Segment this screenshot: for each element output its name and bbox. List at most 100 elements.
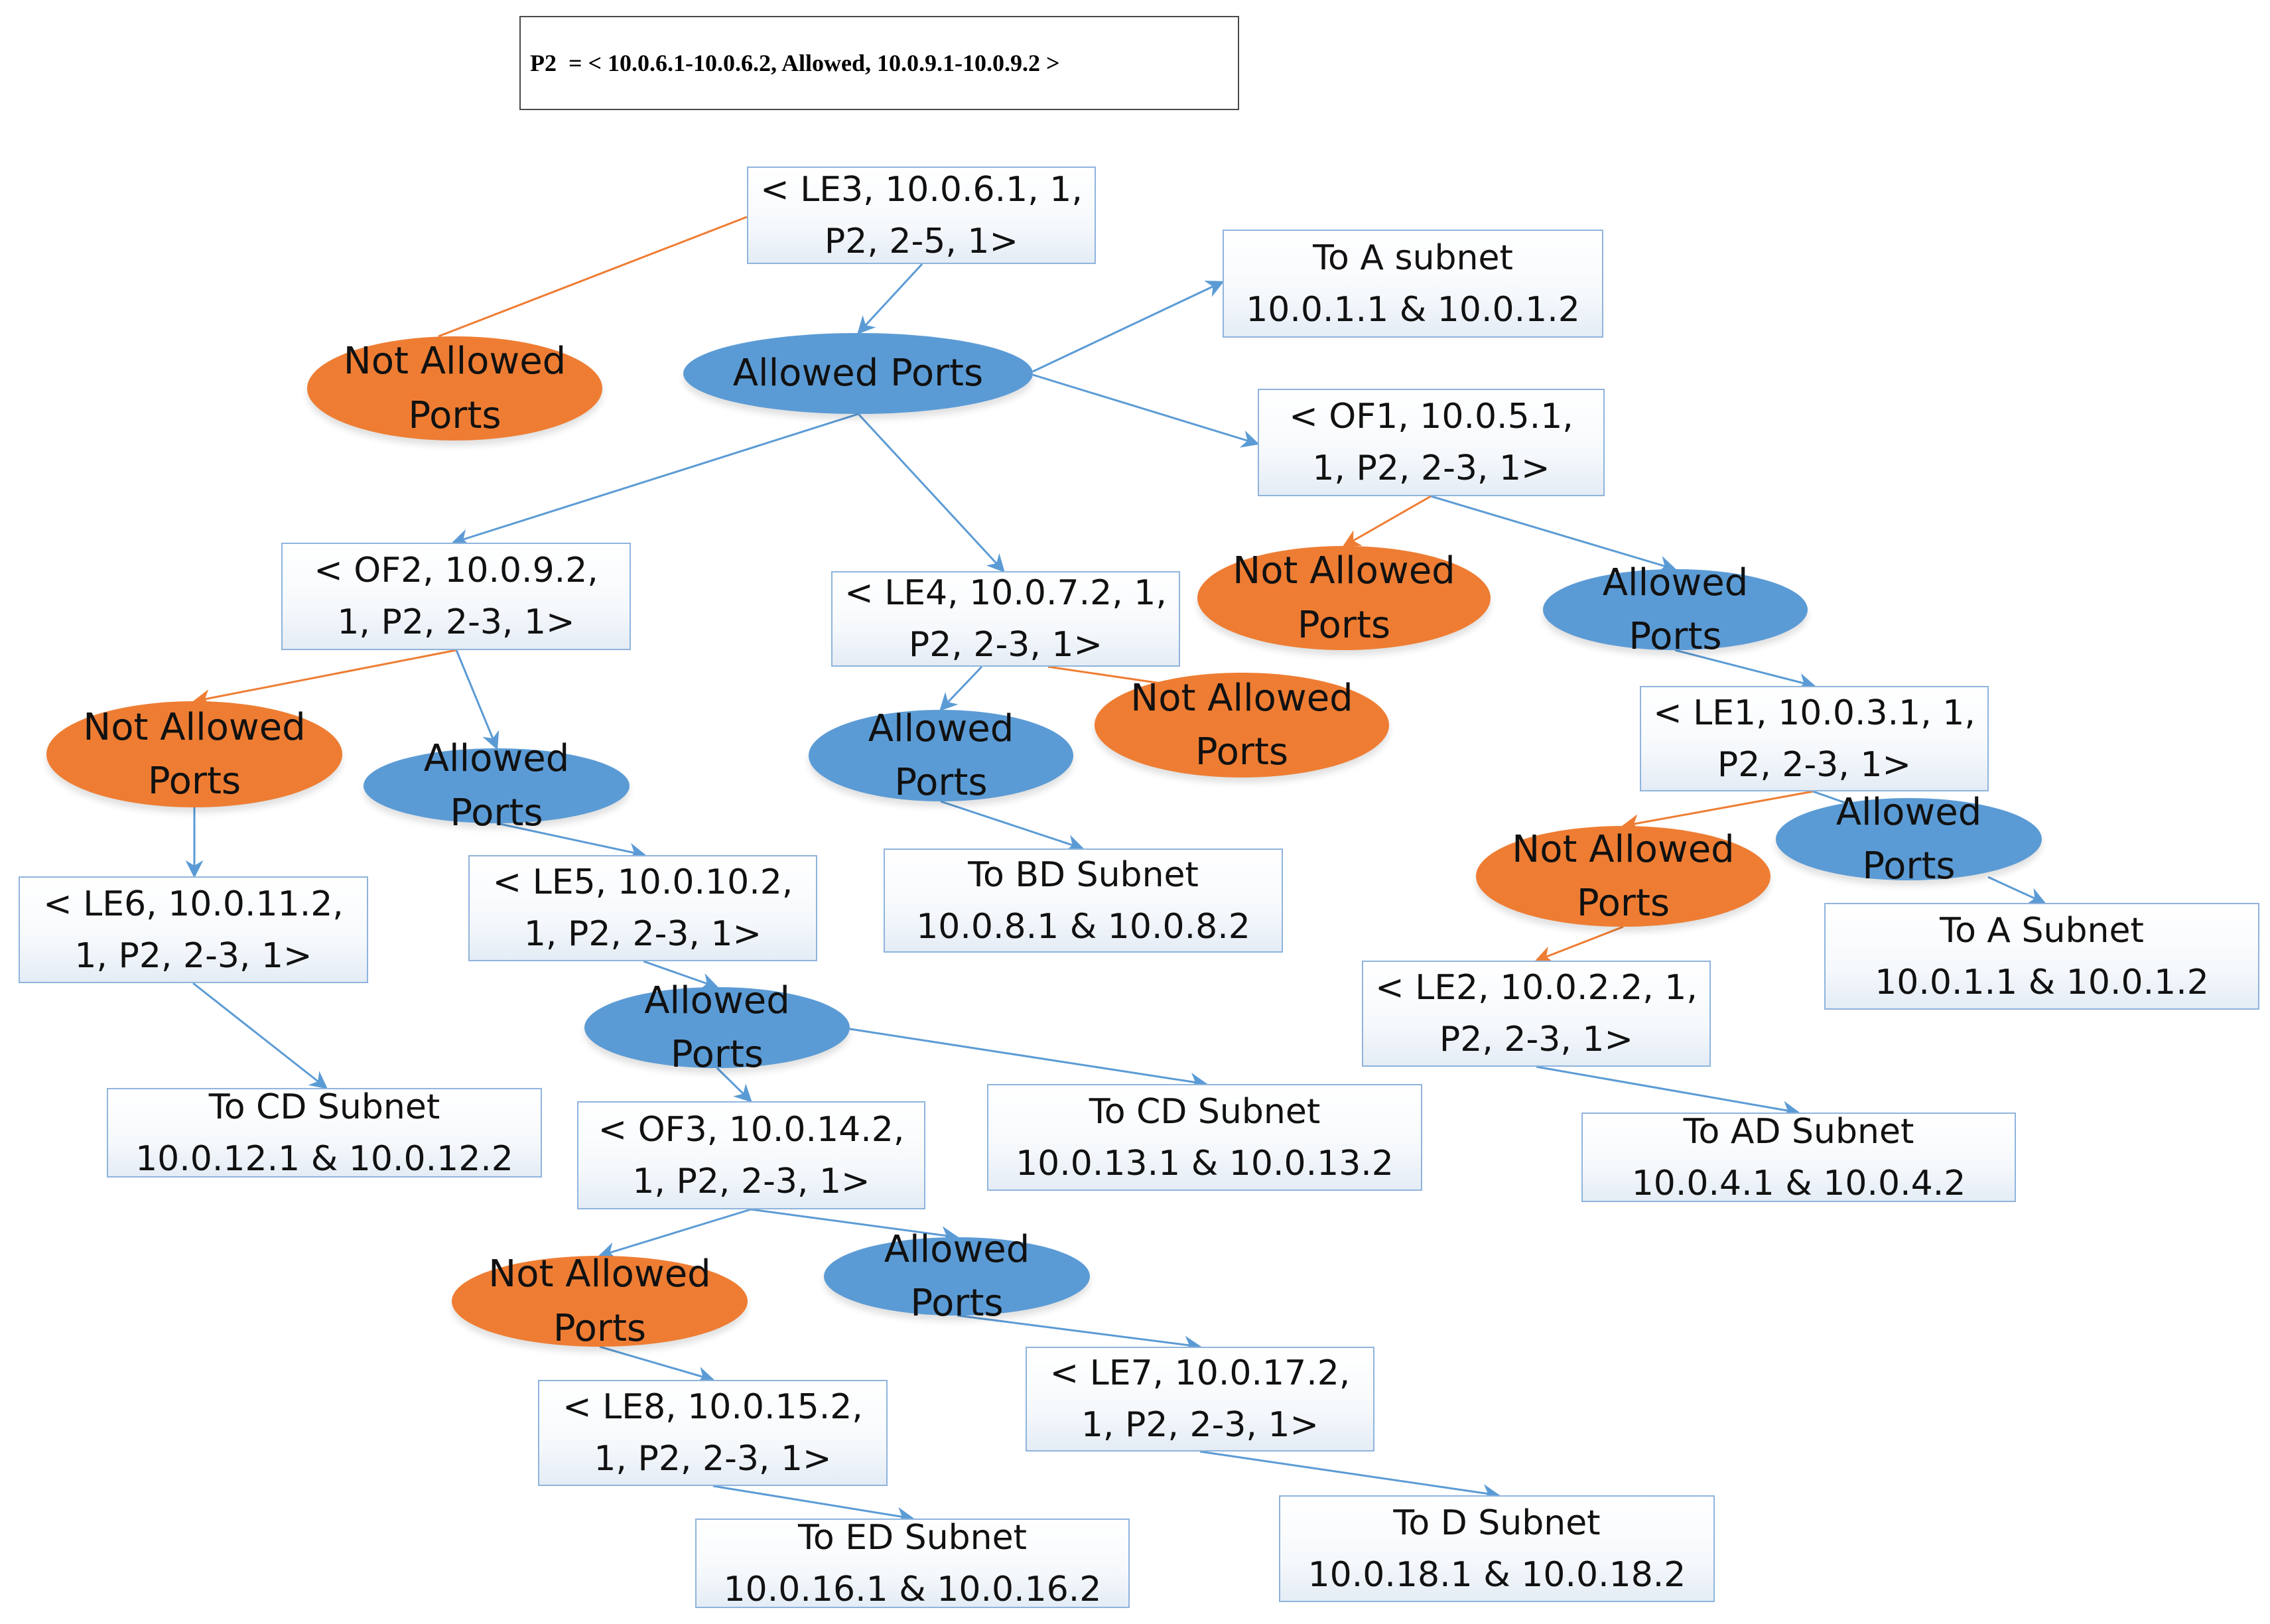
subnet-title: To AD Subnet [1683, 1111, 1914, 1152]
edge-of1-not-allowed [1342, 495, 1432, 547]
subnet-addresses: 10.0.8.1 & 10.0.8.2 [916, 906, 1250, 947]
allowed-ports-le5: Allowed Ports [584, 979, 850, 1076]
edge-le5-allowed [643, 960, 719, 990]
node-le6-line1: < LE6, 10.0.11.2, [43, 884, 344, 924]
allowed-ports-le3: Allowed Ports [683, 333, 1033, 414]
edge-allowed-le7 [957, 1314, 1202, 1354]
not-allowed-label: Not Allowed [488, 1252, 711, 1296]
ports-label: Ports [1195, 730, 1289, 774]
allowed-label: Allowed [1602, 561, 1749, 604]
node-to-ed-subnet: To ED Subnet 10.0.16.1 & 10.0.16.2 [695, 1518, 1130, 1609]
node-le3: < LE3, 10.0.6.1, 1, P2, 2-5, 1> [747, 167, 1096, 264]
allowed-label: Allowed [868, 707, 1014, 750]
node-le8-line1: < LE8, 10.0.15.2, [563, 1387, 863, 1427]
node-to-bd-subnet: To BD Subnet 10.0.8.1 & 10.0.8.2 [884, 848, 1283, 953]
edge-allowed-to-cd-2 [849, 1028, 1208, 1091]
edge-allowed-to-bd [940, 800, 1085, 852]
node-to-a-subnet-2: To A Subnet 10.0.1.1 & 10.0.1.2 [1824, 903, 2259, 1010]
subnet-addresses: 10.0.4.1 & 10.0.4.2 [1631, 1163, 1966, 1203]
node-le4-line1: < LE4, 10.0.7.2, 1, [844, 573, 1167, 613]
edge-allowed-le4 [857, 413, 1005, 573]
ports-label: Ports [408, 393, 501, 437]
subnet-title: To A Subnet [1940, 910, 2144, 951]
not-allowed-ports-of2: Not Allowed Ports [46, 701, 342, 807]
policy-header: P2 = < 10.0.6.1-10.0.6.2, Allowed, 10.0.… [519, 16, 1239, 110]
node-of1-line1: < OF1, 10.0.5.1, [1289, 397, 1573, 437]
edge-of1-allowed [1430, 495, 1677, 573]
node-of3-line1: < OF3, 10.0.14.2, [598, 1109, 905, 1150]
allowed-ports-of1: Allowed Ports [1543, 561, 1808, 658]
edge-le8-to-ed [712, 1485, 915, 1525]
subnet-title: To CD Subnet [208, 1087, 440, 1127]
not-allowed-ports-of3: Not Allowed Ports [452, 1252, 748, 1350]
node-le6: < LE6, 10.0.11.2, 1, P2, 2-3, 1> [19, 876, 368, 983]
node-le4: < LE4, 10.0.7.2, 1, P2, 2-3, 1> [831, 571, 1180, 667]
node-of2-line2: 1, P2, 2-3, 1> [337, 602, 575, 642]
not-allowed-ports-le1: Not Allowed Ports [1476, 826, 1770, 927]
node-to-d-subnet: To D Subnet 10.0.18.1 & 10.0.18.2 [1279, 1495, 1715, 1602]
edge-na-le2 [1534, 925, 1624, 963]
node-le6-line2: 1, P2, 2-3, 1> [74, 935, 312, 976]
allowed-label: Allowed [423, 737, 570, 781]
not-allowed-ports-le4: Not Allowed Ports [1095, 673, 1389, 778]
edge-allowed-to-a-2 [1987, 876, 2046, 905]
allowed-label: Allowed [644, 979, 790, 1022]
node-to-cd-subnet-1: To CD Subnet 10.0.12.1 & 10.0.12.2 [107, 1087, 542, 1179]
ports-label: Ports [553, 1306, 647, 1350]
ports-label: Ports [910, 1282, 1004, 1325]
edge-le1-not-allowed [1621, 790, 1814, 832]
edge-le6-to-cd-1 [192, 982, 328, 1089]
allowed-ports-le4: Allowed Ports [809, 707, 1073, 804]
node-le1-line2: P2, 2-3, 1> [1717, 744, 1912, 785]
subnet-title: To D Subnet [1393, 1503, 1601, 1543]
node-le1: < LE1, 10.0.3.1, 1, P2, 2-3, 1> [1640, 686, 1989, 791]
edge-allowed-of1 [1032, 373, 1260, 448]
node-of1: < OF1, 10.0.5.1, 1, P2, 2-3, 1> [1258, 389, 1605, 496]
ports-label: Ports [450, 791, 543, 835]
edge-le3-not-allowed [438, 216, 748, 338]
node-le5: < LE5, 10.0.10.2, 1, P2, 2-3, 1> [468, 855, 817, 961]
not-allowed-ports-of1: Not Allowed Ports [1197, 546, 1491, 650]
node-of3-line2: 1, P2, 2-3, 1> [632, 1161, 870, 1201]
edge-of2-allowed [455, 649, 500, 750]
node-of3: < OF3, 10.0.14.2, 1, P2, 2-3, 1> [577, 1101, 925, 1209]
subnet-addresses: 10.0.18.1 & 10.0.18.2 [1307, 1554, 1686, 1595]
node-le5-line1: < LE5, 10.0.10.2, [492, 862, 793, 902]
node-le8-line2: 1, P2, 2-3, 1> [594, 1439, 832, 1479]
node-le4-line2: P2, 2-3, 1> [908, 625, 1103, 665]
subnet-addresses: 10.0.16.1 & 10.0.16.2 [723, 1569, 1102, 1609]
not-allowed-label: Not Allowed [1512, 827, 1735, 871]
edge-of3-na [598, 1208, 752, 1260]
ports-label: Ports [894, 761, 988, 804]
edge-le2-to-ad [1536, 1065, 1800, 1119]
allowed-ports-le1: Allowed Ports [1776, 791, 2042, 888]
node-le5-line2: 1, P2, 2-3, 1> [523, 914, 762, 954]
edge-le3-allowed [857, 263, 923, 334]
not-allowed-label: Not Allowed [1130, 676, 1353, 720]
allowed-ports-of3: Allowed Ports [824, 1228, 1090, 1325]
ports-label: Ports [670, 1033, 764, 1076]
node-to-ad-subnet: To AD Subnet 10.0.4.1 & 10.0.4.2 [1581, 1112, 2016, 1203]
node-le8: < LE8, 10.0.15.2, 1, P2, 2-3, 1> [538, 1380, 888, 1486]
edge-na-le8 [599, 1345, 715, 1385]
ports-label: Ports [1629, 615, 1722, 658]
node-of1-line2: 1, P2, 2-3, 1> [1312, 448, 1550, 488]
edge-le7-to-d [1199, 1450, 1501, 1502]
not-allowed-ports-le3: Not Allowed Ports [307, 336, 602, 440]
edge-le4-not-allowed [1047, 665, 1162, 685]
subnet-title: To CD Subnet [1089, 1091, 1321, 1132]
edge-of2-not-allowed [192, 649, 457, 707]
allowed-label: Allowed [884, 1227, 1030, 1271]
node-le2: < LE2, 10.0.2.2, 1, P2, 2-3, 1> [1362, 961, 1711, 1067]
allowed-label: Allowed [1836, 790, 1982, 834]
edge-allowed-of2 [451, 413, 859, 547]
subnet-addresses: 10.0.1.1 & 10.0.1.2 [1246, 289, 1580, 330]
edge-of3-allowed [750, 1208, 959, 1245]
node-of2-line1: < OF2, 10.0.9.2, [314, 551, 598, 590]
node-le2-line1: < LE2, 10.0.2.2, 1, [1375, 968, 1698, 1008]
subnet-title: To BD Subnet [968, 854, 1199, 895]
ports-label: Ports [1576, 882, 1670, 925]
node-le2-line2: P2, 2-3, 1> [1439, 1020, 1634, 1059]
node-le3-line2: P2, 2-5, 1> [824, 221, 1019, 261]
